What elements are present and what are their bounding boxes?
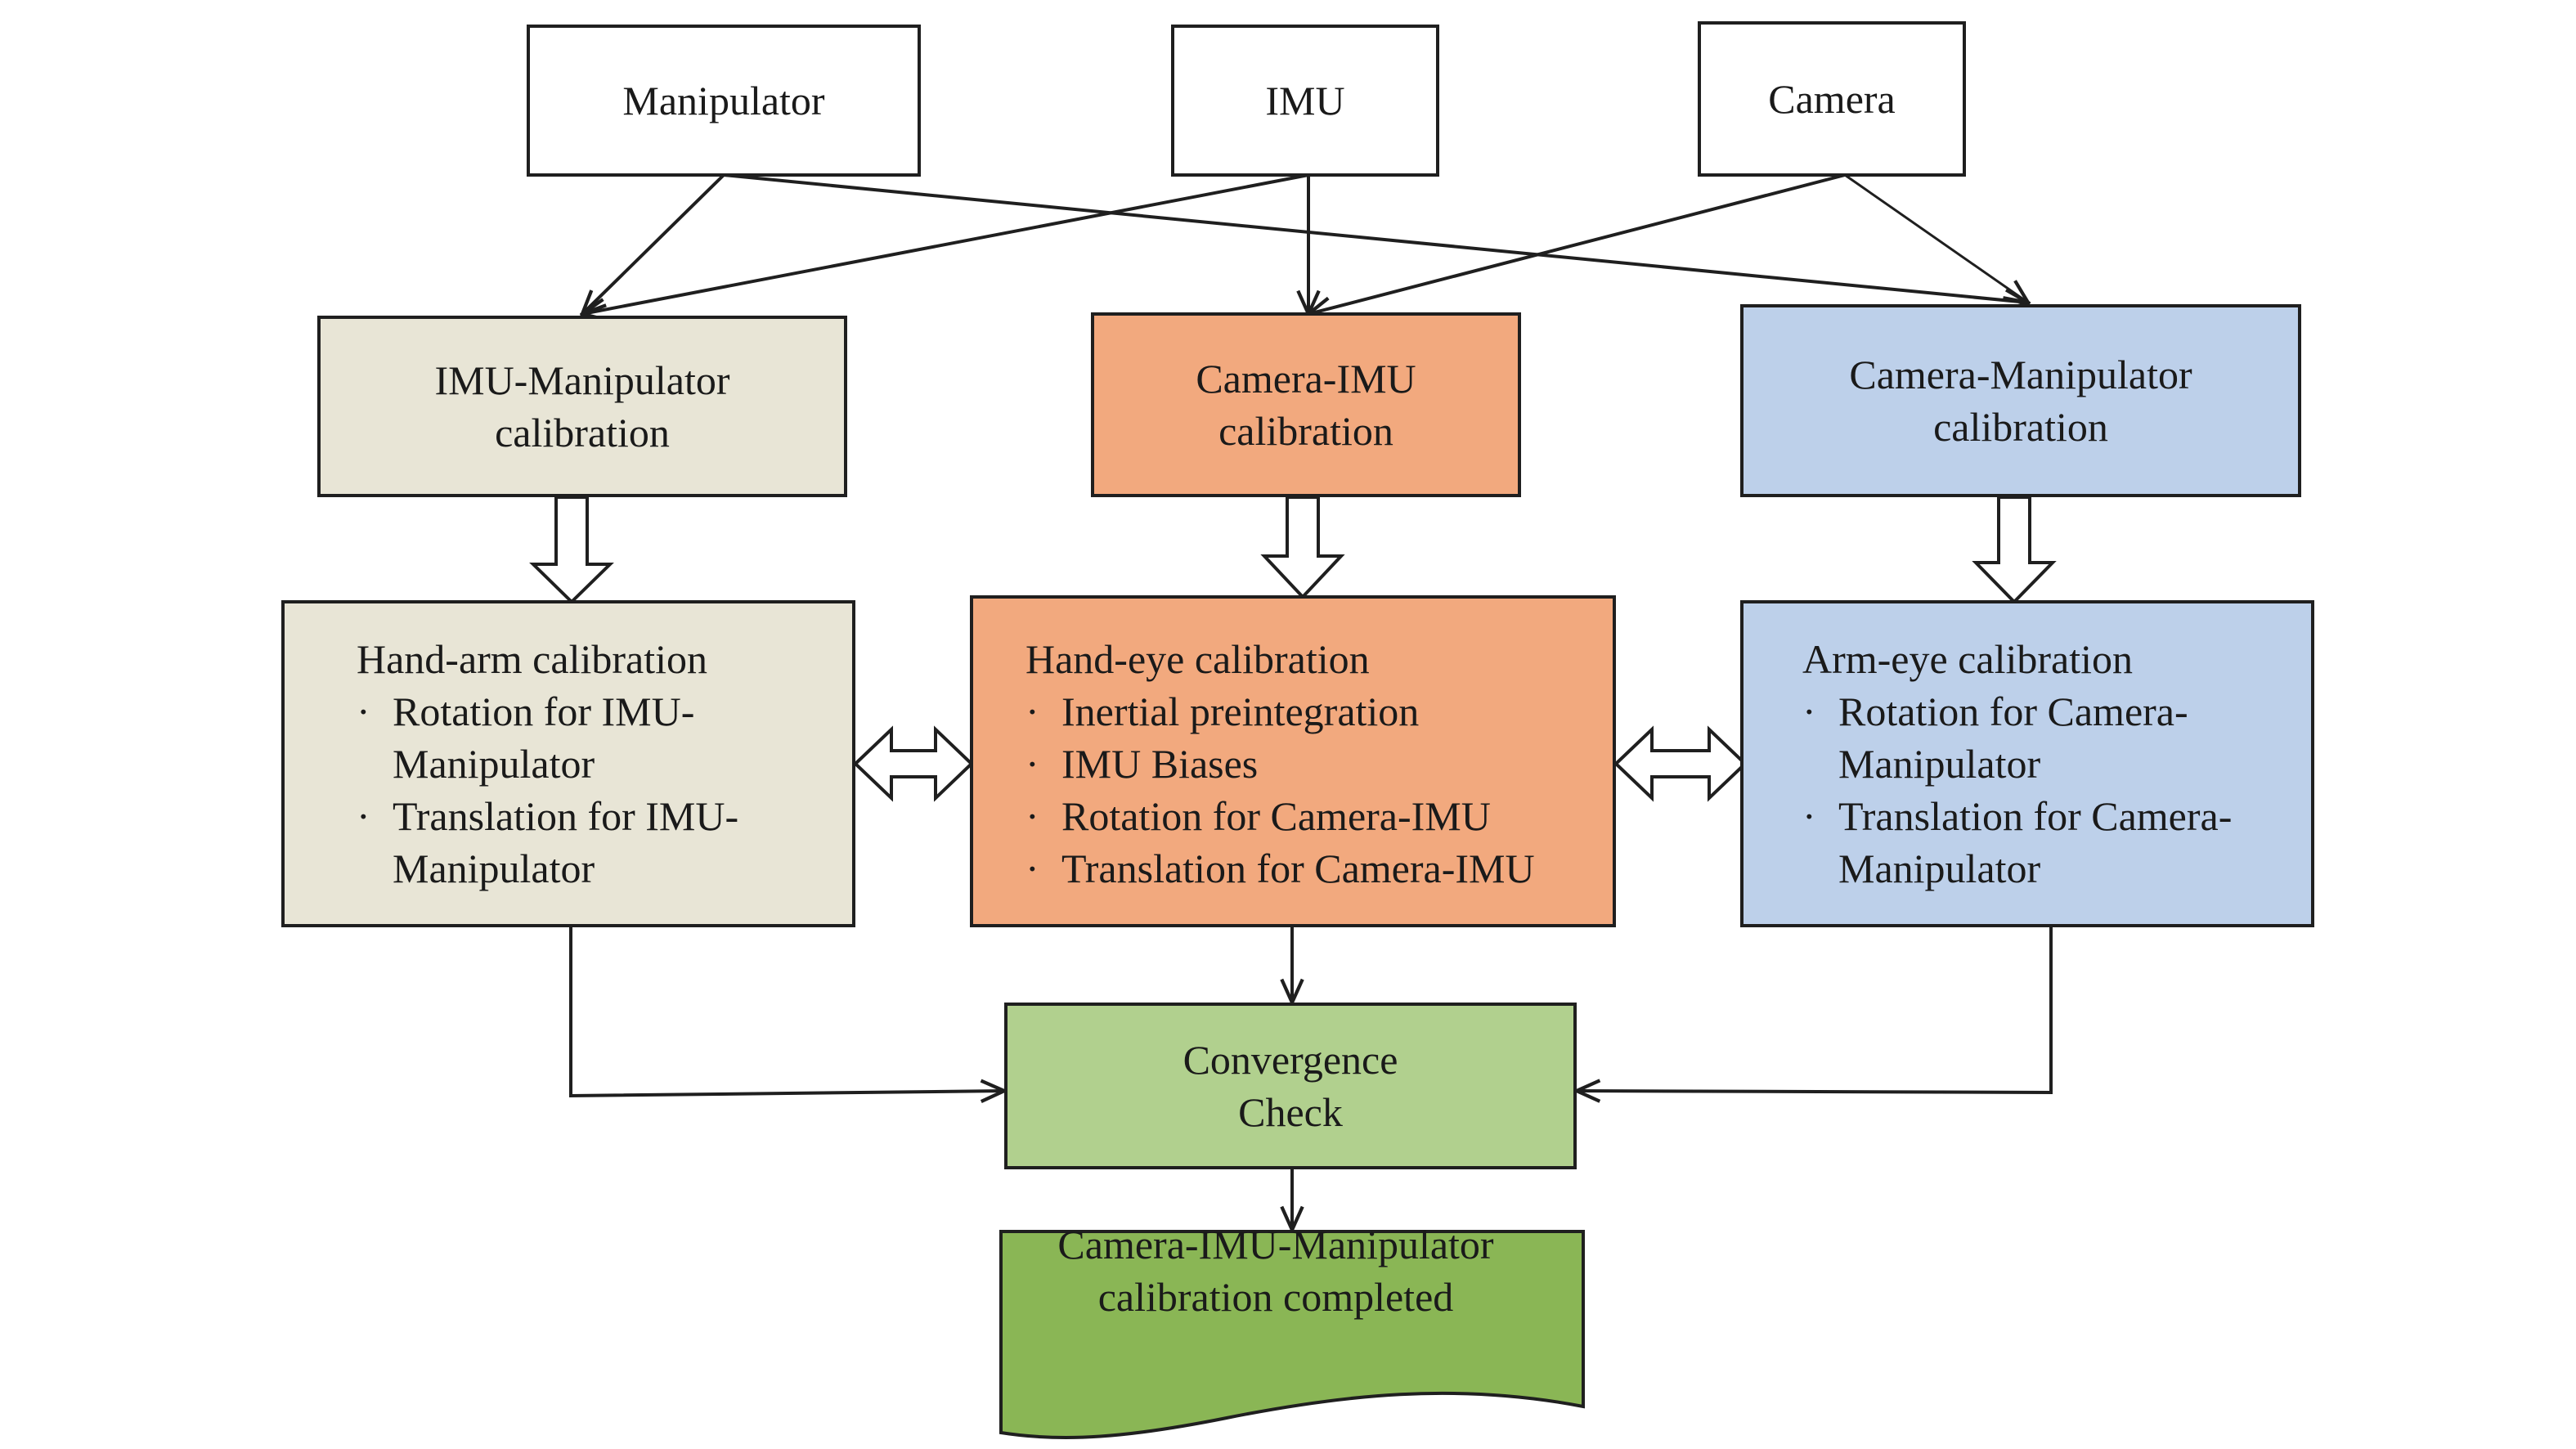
camera-manipulator-calibration-node: Camera-Manipulator calibration [1740, 304, 2301, 497]
hand-eye-item-list: · Inertial preintegration · IMU Biases ·… [1025, 685, 1535, 895]
hand-eye-item: · Translation for Camera-IMU [1025, 842, 1535, 895]
block-arrow-camera-imu-down [1260, 496, 1345, 599]
arm-eye-item-2-line-1: Translation for Camera- [1838, 793, 2233, 839]
hand-arm-calibration-node: Hand-arm calibration · Rotation for IMU-… [281, 600, 855, 927]
convergence-check-node: Convergence Check [1004, 1003, 1577, 1169]
arm-eye-item-1-line-1: Rotation for Camera- [1838, 689, 2188, 734]
double-arrow-hand-arm-hand-eye [853, 725, 974, 802]
arm-eye-item: · Rotation for Camera- Manipulator [1802, 685, 2232, 790]
hand-arm-item-1-line-1: Rotation for IMU- [393, 689, 695, 734]
bullet-dot: · [1802, 689, 1816, 734]
arm-eye-item: · Translation for Camera- Manipulator [1802, 790, 2232, 895]
hand-eye-item-2: IMU Biases [1061, 741, 1259, 787]
arrow-arm-eye-to-convergence [1577, 926, 2053, 1092]
final-node-label: Camera-IMU-Manipulator calibration compl… [991, 1218, 1560, 1323]
camera-label: Camera [1768, 76, 1896, 122]
arrow-imu-to-imu-manipulator [582, 173, 1309, 314]
hand-eye-calibration-node: Hand-eye calibration · Inertial preinteg… [970, 595, 1616, 927]
convergence-line-2: Check [1238, 1089, 1343, 1135]
hand-eye-item: · Rotation for Camera-IMU [1025, 790, 1535, 842]
imu-manipulator-calibration-node: IMU-Manipulator calibration [317, 316, 847, 497]
convergence-line-1: Convergence [1183, 1037, 1398, 1083]
block-arrow-imu-manipulator-down [529, 496, 614, 604]
camera-imu-calibration-line-1: Camera-IMU [1196, 356, 1416, 402]
imu-manipulator-calibration-line-1: IMU-Manipulator [434, 357, 730, 403]
arrow-camera-to-camera-imu [1308, 173, 1846, 314]
imu-manipulator-calibration-line-2: calibration [495, 410, 670, 455]
bullet-dot: · [1802, 793, 1816, 839]
hand-eye-item-4: Translation for Camera-IMU [1061, 846, 1535, 891]
final-line-1: Camera-IMU-Manipulator [1057, 1222, 1494, 1267]
hand-arm-item: · Translation for IMU- Manipulator [357, 790, 738, 895]
hand-arm-title: Hand-arm calibration [357, 636, 707, 682]
camera-manipulator-calibration-line-2: calibration [1933, 404, 2108, 450]
imu-node: IMU [1171, 25, 1439, 177]
hand-arm-item: · Rotation for IMU- Manipulator [357, 685, 738, 790]
bullet-dot: · [1025, 846, 1039, 891]
camera-imu-calibration-line-2: calibration [1218, 408, 1393, 454]
arm-eye-item-1-line-2: Manipulator [1838, 741, 2041, 787]
double-arrow-hand-eye-arm-eye [1613, 725, 1748, 802]
hand-eye-title: Hand-eye calibration [1025, 636, 1370, 682]
camera-node: Camera [1698, 21, 1966, 177]
arrow-manipulator-to-camera-manipulator [723, 173, 2028, 303]
manipulator-label: Manipulator [622, 78, 825, 123]
camera-manipulator-calibration-line-1: Camera-Manipulator [1849, 352, 2192, 397]
hand-arm-item-2-line-2: Manipulator [393, 846, 595, 891]
bullet-dot: · [1025, 793, 1039, 839]
final-node-shape [999, 1230, 1585, 1439]
hand-eye-item: · Inertial preintegration [1025, 685, 1535, 738]
arm-eye-item-2-line-2: Manipulator [1838, 846, 2041, 891]
camera-imu-calibration-node: Camera-IMU calibration [1091, 312, 1521, 497]
block-arrow-camera-manipulator-down [1972, 496, 2057, 604]
hand-eye-item-3: Rotation for Camera-IMU [1061, 793, 1491, 839]
arrow-camera-to-camera-manipulator [1844, 173, 2028, 303]
bullet-dot: · [357, 793, 370, 839]
bullet-dot: · [1025, 741, 1039, 787]
hand-arm-item-1-line-2: Manipulator [393, 741, 595, 787]
hand-arm-item-list: · Rotation for IMU- Manipulator · Transl… [357, 685, 738, 895]
imu-label: IMU [1265, 78, 1345, 123]
final-line-2: calibration completed [1097, 1274, 1454, 1320]
bullet-dot: · [1025, 689, 1039, 734]
arm-eye-item-list: · Rotation for Camera- Manipulator · Tra… [1802, 685, 2232, 895]
arrow-manipulator-to-imu-manipulator [582, 173, 725, 314]
manipulator-node: Manipulator [527, 25, 921, 177]
hand-arm-item-2-line-1: Translation for IMU- [393, 793, 739, 839]
arrow-hand-arm-to-convergence [569, 926, 1004, 1096]
hand-eye-item-1: Inertial preintegration [1061, 689, 1420, 734]
arm-eye-title: Arm-eye calibration [1802, 636, 2133, 682]
arm-eye-calibration-node: Arm-eye calibration · Rotation for Camer… [1740, 600, 2314, 927]
bullet-dot: · [357, 689, 370, 734]
hand-eye-item: · IMU Biases [1025, 738, 1535, 790]
